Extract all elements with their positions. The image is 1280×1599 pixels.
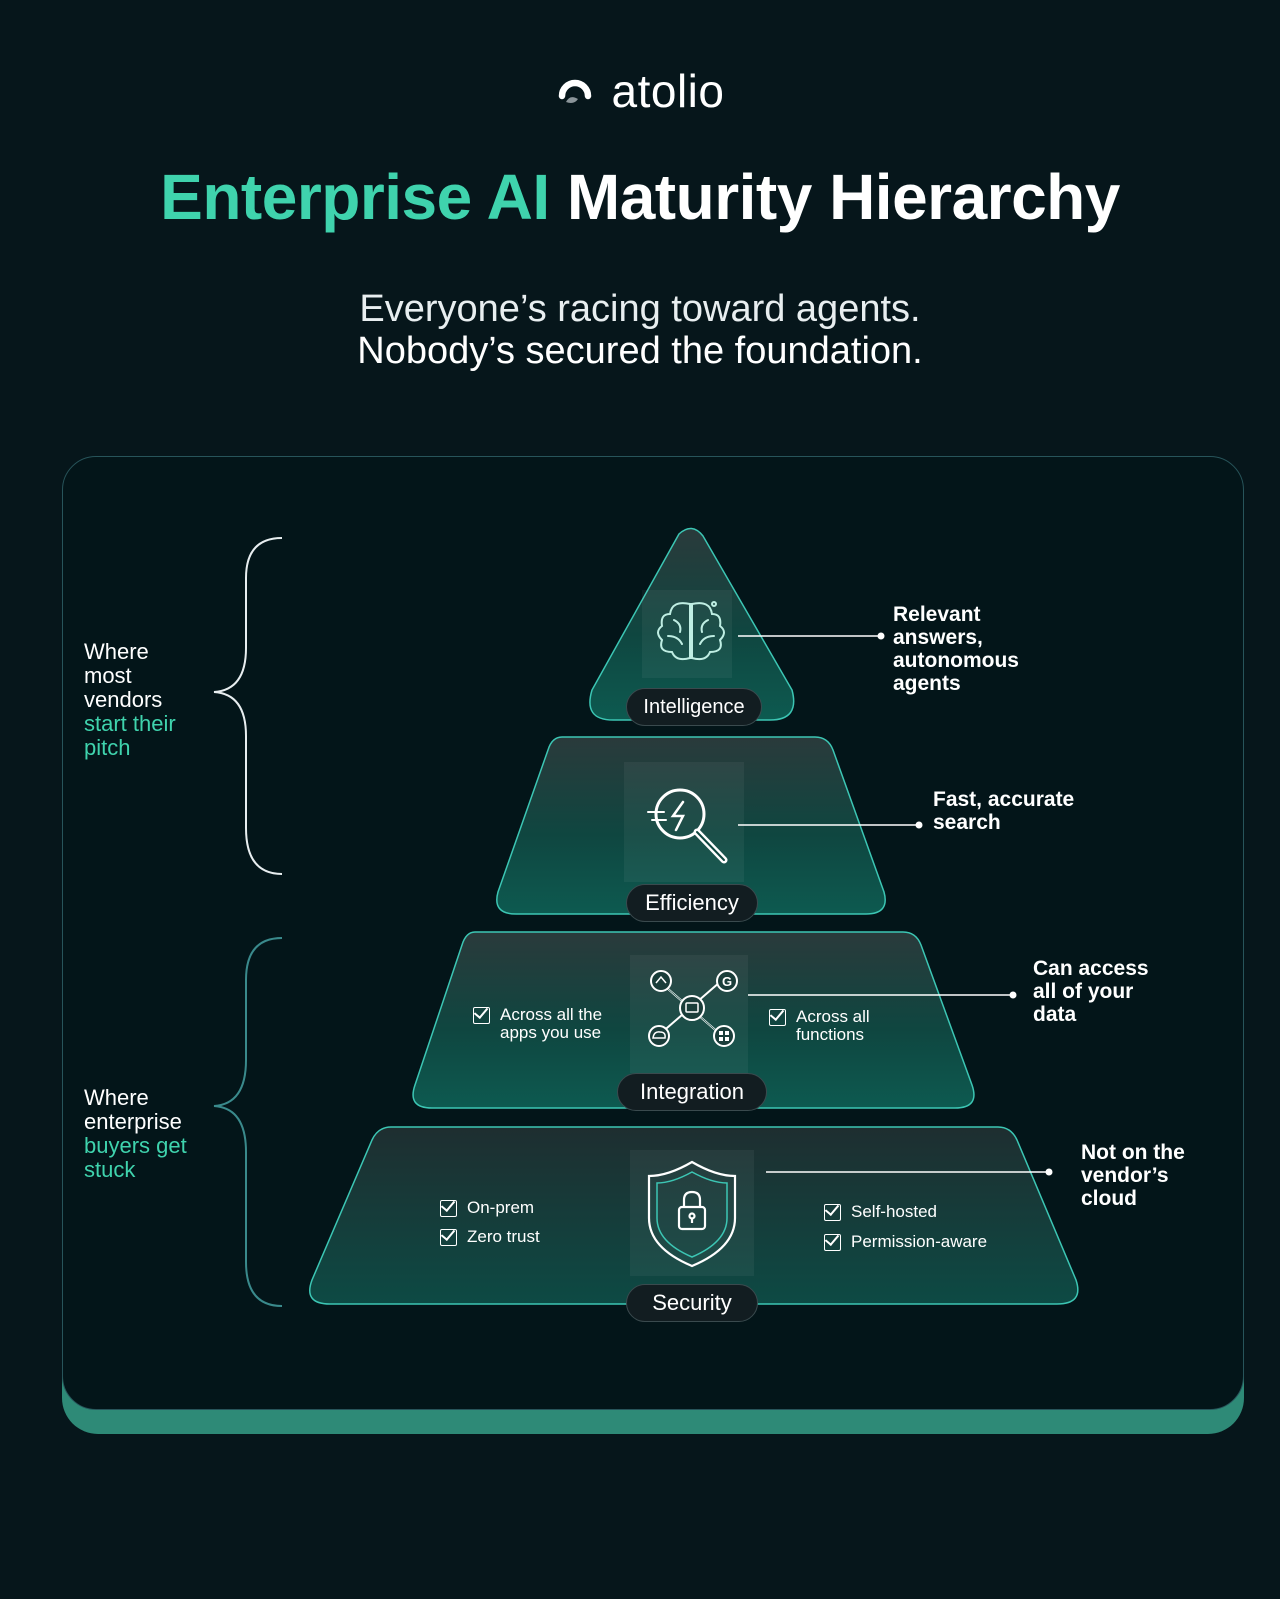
connector-dot-security (1045, 1168, 1053, 1176)
connector-dot-integration (1009, 991, 1017, 999)
check-across-apps-text: Across all the apps you use (500, 1005, 603, 1042)
brand-name: atolio (611, 65, 725, 117)
subtitle-line1: Everyone’s racing toward agents. (359, 288, 921, 330)
check-self-hosted-text: Self-hosted (851, 1202, 937, 1221)
page-subtitle: Everyone’s racing toward agents. Nobody’… (0, 288, 1280, 372)
network-icon: G (648, 970, 738, 1047)
check-permission-aware: Permission-aware (824, 1233, 987, 1251)
callout-integration: Can access all of your data (1033, 957, 1149, 1026)
brace-bottom (213, 937, 283, 1307)
side-label-buyers: Where enterprise buyers get stuck (84, 1086, 187, 1182)
check-across-functions-text: Across all functions (796, 1007, 870, 1044)
checkbox-icon (824, 1234, 841, 1251)
connector-dot-intelligence (877, 632, 885, 640)
brain-icon (657, 601, 725, 661)
callout-security: Not on the vendor’s cloud (1081, 1141, 1185, 1210)
title-main: Maturity Hierarchy (566, 161, 1120, 233)
tier-label-intelligence: Intelligence (626, 688, 762, 726)
page-title: Enterprise AI Maturity Hierarchy (0, 160, 1280, 234)
svg-text:G: G (722, 974, 732, 989)
check-across-apps: Across all the apps you use (473, 1006, 602, 1042)
tier-label-integration: Integration (617, 1073, 767, 1111)
side-label-vendors-text: Where most vendors (84, 639, 163, 712)
subtitle-line2: Nobody’s secured the foundation. (357, 330, 923, 372)
icon-bg-intelligence (642, 590, 732, 678)
atolio-logo-icon (558, 79, 591, 103)
side-label-buyers-text: Where enterprise (84, 1085, 182, 1134)
tier-efficiency (496, 736, 886, 915)
search-icon (647, 788, 728, 864)
check-zero-trust: Zero trust (440, 1228, 540, 1246)
checkbox-icon (824, 1204, 841, 1221)
checkbox-icon (440, 1200, 457, 1217)
icon-bg-efficiency (624, 762, 744, 882)
callout-intelligence: Relevant answers, autonomous agents (893, 603, 1019, 695)
connector-dot-efficiency (915, 821, 923, 829)
check-zero-trust-text: Zero trust (467, 1227, 540, 1246)
callout-efficiency: Fast, accurate search (933, 788, 1075, 834)
side-label-vendors: Where most vendors start their pitch (84, 640, 176, 760)
brace-top (213, 537, 283, 875)
tier-label-efficiency: Efficiency (626, 884, 758, 922)
check-across-functions: Across all functions (769, 1008, 870, 1044)
check-self-hosted: Self-hosted (824, 1203, 937, 1221)
side-label-vendors-accent: start their pitch (84, 711, 176, 760)
check-on-prem: On-prem (440, 1199, 534, 1217)
shield-lock-icon (647, 1160, 737, 1268)
checkbox-icon (769, 1009, 786, 1026)
checkbox-icon (473, 1007, 490, 1024)
tier-label-security: Security (626, 1284, 758, 1322)
check-on-prem-text: On-prem (467, 1198, 535, 1217)
title-accent: Enterprise AI (160, 161, 550, 233)
brand-logo: atolio (0, 64, 1280, 118)
side-label-buyers-accent: buyers get stuck (84, 1133, 187, 1182)
check-permission-aware-text: Permission-aware (851, 1232, 988, 1251)
checkbox-icon (440, 1229, 457, 1246)
